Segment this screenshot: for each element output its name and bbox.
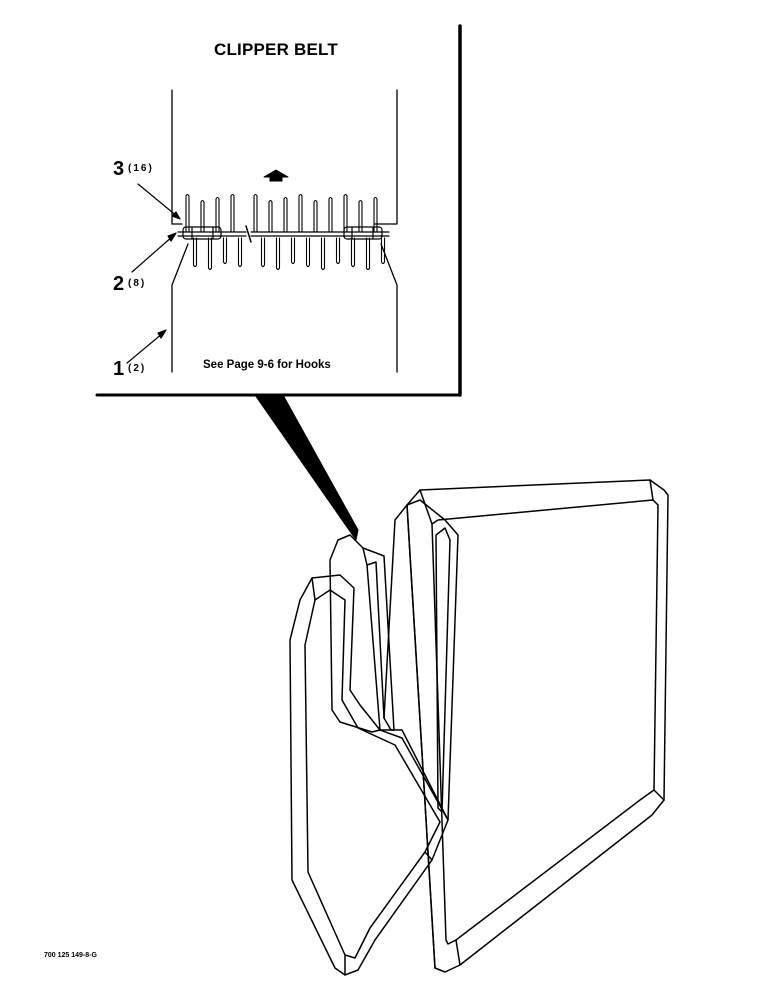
connecting-pin-right [343, 226, 383, 240]
callout-3-number: 3 [113, 158, 125, 180]
lower-belt-end [171, 243, 398, 373]
detail-pointer [254, 394, 359, 541]
clipper-hook-bend [320, 267, 326, 271]
callout-1-quantity: (2) [128, 363, 147, 374]
clipper-hook-bend [290, 261, 296, 265]
folded-belt [289, 479, 669, 976]
clipper-hook-bend [260, 264, 266, 268]
callout-3-quantity: (16) [128, 163, 154, 174]
callout-2-quantity: (8) [128, 278, 147, 289]
clipper-hook-bend [275, 267, 281, 271]
clipper-hook-bend [380, 261, 386, 265]
clipper-hook-bend [207, 267, 213, 271]
leader-lines [126, 183, 181, 364]
clipper-hook-bend [343, 193, 348, 197]
clipper-hook-bend [222, 261, 228, 265]
clipper-hook-bend [185, 193, 190, 197]
callout-1-number: 1 [113, 358, 125, 380]
clipper-hook-bend [313, 199, 318, 203]
clipper-hook-bend [253, 193, 258, 197]
direction-arrow-icon [263, 169, 289, 182]
clipper-hook-bend [305, 264, 311, 268]
clipper-hook-bend [192, 264, 198, 268]
clipper-hook-bend [230, 193, 235, 197]
clipper-hook-bend [328, 196, 333, 200]
clipper-hook-bend [268, 199, 273, 203]
clipper-hook-bend [350, 264, 356, 268]
figure-id: 700 125 149-8-G [44, 952, 97, 959]
detail-title: CLIPPER BELT [214, 40, 338, 59]
detail-frame [95, 24, 462, 397]
connecting-pin-left [182, 226, 222, 240]
clipper-hook-bend [335, 261, 341, 265]
clipper-hook-bend [237, 264, 243, 268]
clipper-hook-bend [298, 193, 303, 197]
hooks-reference-note: See Page 9-6 for Hooks [203, 359, 331, 371]
clipper-hook-bend [215, 196, 220, 200]
clipper-hook-bend [365, 267, 371, 271]
clipper-hook-bend [200, 199, 205, 203]
clipper-hook-bend [373, 196, 378, 200]
clipper-hook-bend [283, 196, 288, 200]
upper-belt-end [171, 89, 398, 225]
callout-2-number: 2 [113, 273, 125, 295]
clipper-hook-bend [358, 199, 363, 203]
